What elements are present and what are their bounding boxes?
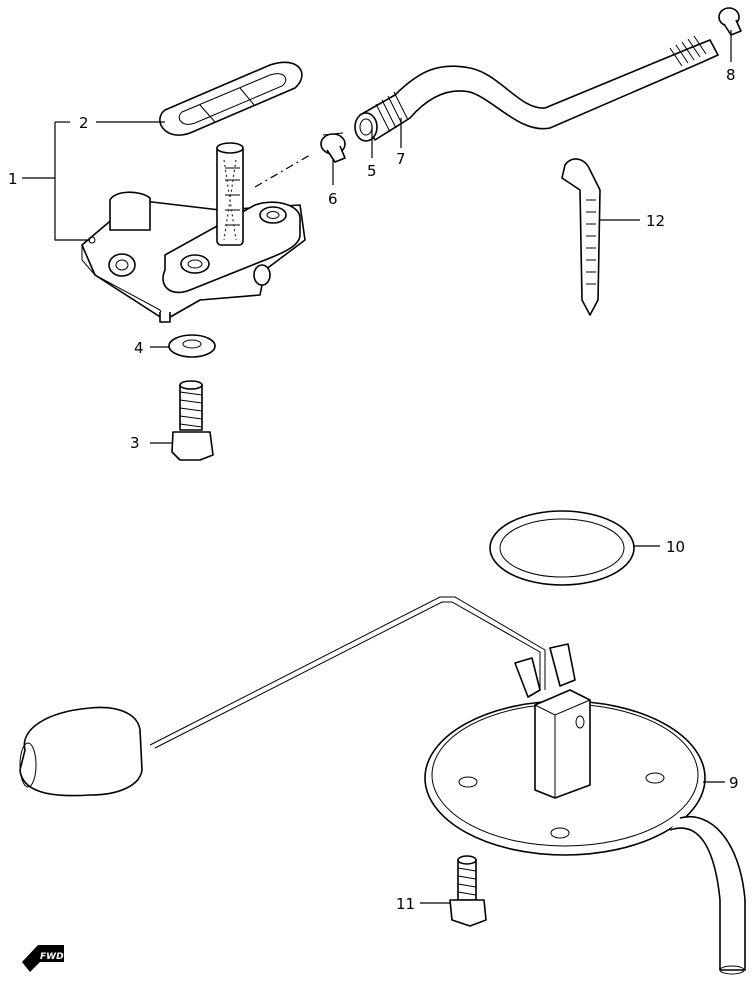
- o-ring-part: [489, 510, 635, 586]
- gasket-part: [159, 61, 303, 136]
- screw-part: [449, 855, 487, 927]
- callout-10: 10: [666, 538, 685, 556]
- callout-6: 6: [328, 190, 338, 208]
- callout-9: 9: [729, 774, 739, 792]
- fuel-cock-assembly: [81, 142, 306, 323]
- clamp-small-part: [718, 7, 742, 36]
- callout-11: 11: [396, 895, 415, 913]
- fuel-hose-part: [354, 35, 719, 142]
- fwd-arrow-icon: FWD: [22, 945, 64, 972]
- callout-1: 1: [8, 170, 18, 188]
- clamp-part: [320, 132, 346, 163]
- callout-4: 4: [134, 339, 144, 357]
- cable-tie-part: [561, 158, 601, 316]
- callout-7: 7: [396, 150, 406, 168]
- callout-8: 8: [726, 66, 736, 84]
- bolt-part: [171, 380, 214, 461]
- callout-2: 2: [79, 114, 89, 132]
- fuel-level-sender-part: [19, 596, 746, 975]
- callout-5: 5: [367, 162, 377, 180]
- leader-lines: [22, 30, 732, 904]
- fwd-label: FWD: [40, 952, 64, 962]
- callout-3: 3: [130, 434, 140, 452]
- washer-part: [168, 334, 216, 358]
- callout-12: 12: [646, 212, 665, 230]
